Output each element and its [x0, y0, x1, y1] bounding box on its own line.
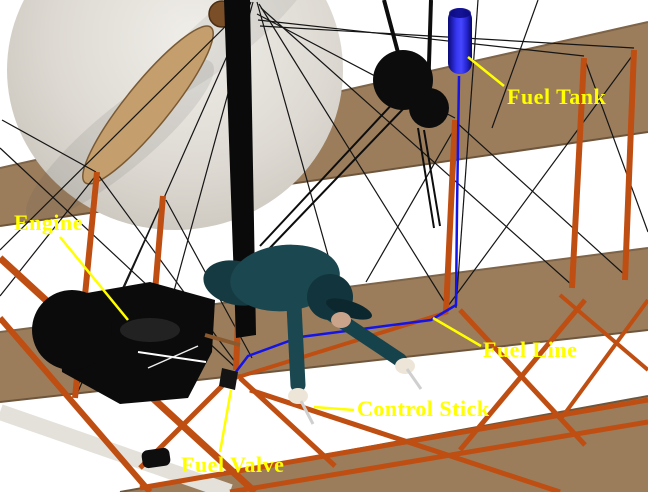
fuel-valve-leader-line [218, 389, 233, 453]
frame-rails [0, 255, 648, 492]
propeller-blade [82, 25, 214, 185]
pilot-hand-right [395, 358, 415, 374]
pilot-face [331, 312, 351, 328]
fuel-line-leader-line [432, 316, 482, 348]
fuel-tank-label: Fuel Tank [507, 84, 607, 109]
pilot-arm-left [286, 297, 306, 393]
center-mast [224, 0, 256, 338]
engine-label: Engine [14, 210, 84, 235]
control-stick-leader-line [313, 405, 355, 412]
fuel-valve [219, 368, 238, 390]
fuel-valve-label: Fuel Valve [181, 452, 285, 477]
fuel-line [231, 75, 461, 378]
skid-knob [141, 447, 171, 469]
engine-leader-line [59, 236, 129, 321]
drive-sprockets [373, 0, 449, 128]
drive-chain [259, 99, 441, 253]
fuel-line-label: Fuel Line [483, 337, 578, 362]
engine-block [32, 282, 241, 404]
fuel-tank-leader-line [467, 56, 505, 87]
pilot-figure [203, 244, 415, 404]
control-stick-label: Control Stick [357, 396, 490, 421]
leader-lines [59, 56, 505, 453]
pilot-hand-left [288, 388, 308, 404]
control-stick [299, 368, 423, 425]
fuel-tank [448, 8, 472, 74]
pilot-cap-brim [326, 298, 372, 320]
